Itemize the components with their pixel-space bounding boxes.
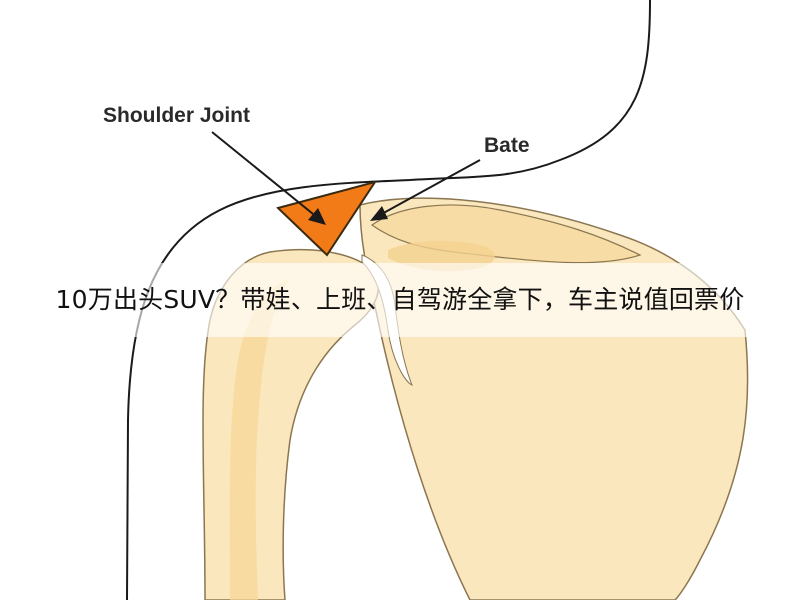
- shoulder-joint-marker: [276, 180, 378, 257]
- shoulder-joint-label: Shoulder Joint: [103, 104, 250, 127]
- humerus-shade: [229, 278, 290, 600]
- bate-label: Bate: [484, 134, 530, 157]
- headline-caption: 10万出头SUV？带娃、上班、自驾游全拿下，车主说值回票价: [55, 285, 745, 314]
- bate-arrow-line: [377, 159, 481, 217]
- bate-arrowhead: [370, 206, 388, 221]
- caption-band: [0, 263, 800, 337]
- shoulder-joint-arrow-line: [211, 131, 319, 219]
- shoulder-joint-arrowhead: [308, 208, 326, 225]
